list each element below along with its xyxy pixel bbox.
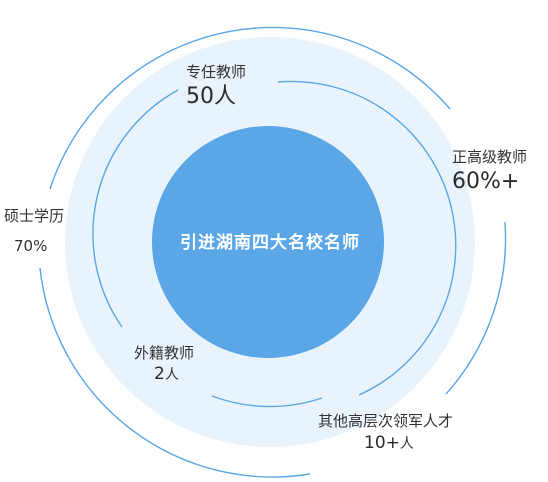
label-other-value: 10+ — [364, 433, 400, 454]
label-senior-caption: 正高级教师 — [452, 148, 528, 166]
core-circle — [152, 126, 384, 358]
label-foreign-caption: 外籍教师 — [134, 344, 195, 362]
label-foreign-unit: 人 — [164, 367, 179, 384]
label-fulltime-caption: 专任教师 — [186, 63, 247, 81]
label-fulltime-teachers: 专任教师 50人 — [186, 63, 247, 110]
label-master-degree: 硕士学历 70% — [4, 207, 65, 256]
outer-ring-arc-bottom — [39, 267, 311, 478]
label-master-caption: 硕士学历 — [4, 207, 65, 225]
inner-ring-arc-left — [92, 89, 179, 328]
label-other-talents: 其他高层次领军人才 10+人 — [318, 412, 454, 454]
outer-ring-arc-right — [445, 221, 507, 395]
center-title: 引进湖南四大名校名师 — [180, 233, 360, 253]
inner-ring-arc-bottom — [211, 395, 323, 408]
label-senior-teachers: 正高级教师 60%+ — [452, 148, 528, 195]
label-foreign-value: 2 — [154, 364, 165, 385]
label-other-unit: 人 — [399, 436, 414, 453]
label-senior-value: 60%+ — [452, 169, 520, 195]
label-fulltime-value: 50人 — [186, 84, 236, 110]
label-other-caption: 其他高层次领军人才 — [318, 412, 454, 430]
label-master-value: 70% — [14, 237, 48, 256]
inner-ring-arc-right — [277, 80, 457, 396]
label-foreign-teachers: 外籍教师 2人 — [134, 344, 195, 385]
outer-ring-arc-top — [49, 26, 451, 190]
